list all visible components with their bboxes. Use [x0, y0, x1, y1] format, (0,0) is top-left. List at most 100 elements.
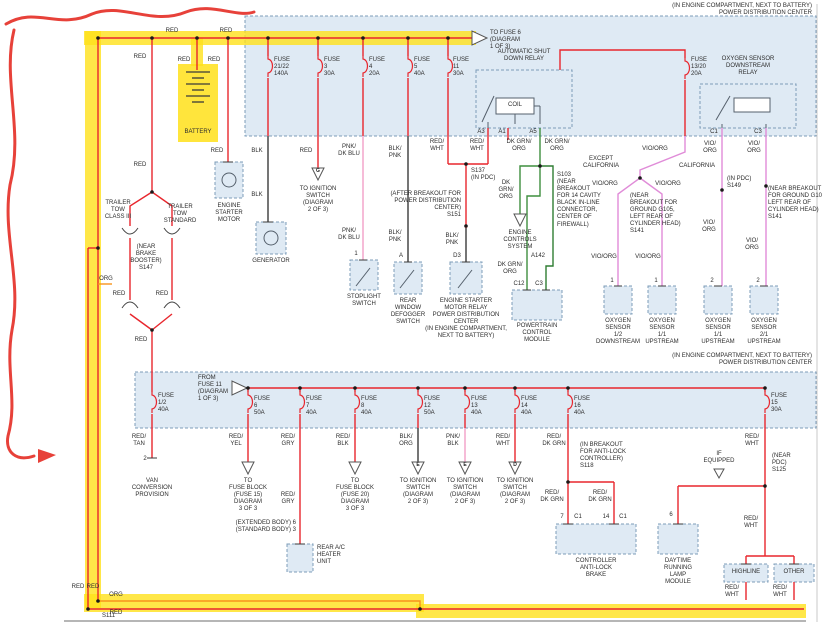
wire-label-red-dkgrn: RED/ DK GRN [588, 490, 612, 504]
pin-d3: D3 [453, 253, 461, 259]
defogger-switch-label: REAR WINDOW DEFOGGER SWITCH [390, 298, 426, 326]
if-equipped-arrow [713, 468, 725, 480]
rear-ac-heater-box [286, 543, 314, 573]
letter-arrow-d [508, 461, 522, 476]
wire-a142 [540, 165, 554, 290]
starter-motor-symbol [221, 172, 237, 188]
fuse-13-label: FUSE 13 40A [471, 396, 488, 417]
wire-label-red: RED [207, 57, 221, 63]
pin-c3: C3 [535, 281, 543, 287]
connector-brackets [121, 227, 181, 309]
wire-label-pnk-dkblu: PNK/ DK BLU [338, 228, 360, 242]
wire-label-red: RED [177, 57, 191, 63]
wire-label-red: RED [133, 54, 147, 60]
wire-label-red: RED [155, 291, 169, 297]
wire-label-red-wht: RED/ WHT [772, 585, 788, 599]
wire-label-vio-org: VIO/ORG [655, 181, 681, 187]
fuse-block-20-arrow [348, 461, 362, 476]
wire-label-red-wht: RED/ WHT [429, 139, 445, 153]
arrow-letter-g: G [316, 168, 320, 174]
pin-7: 7 [560, 514, 564, 520]
pin-2: 2 [756, 278, 760, 284]
wire-label-red: RED [133, 162, 147, 168]
wire-label-red: RED [210, 148, 224, 154]
annotation-left-squiggle [6, 28, 36, 460]
wire-label-blk-pnk: BLK/ PNK [445, 233, 459, 247]
splice-s125-label: (NEAR PDC) S125 [772, 453, 791, 474]
o2-relay-title: OXYGEN SENSOR DOWNSTREAM RELAY [721, 56, 775, 77]
splice-s149-label: (IN PDC) S149 [727, 176, 752, 190]
except-california-label: EXCEPT CALIFORNIA [582, 156, 620, 170]
battery-symbol [186, 71, 210, 103]
wire-label-red: RED [134, 337, 148, 343]
wire-label-vio-org: VIO/ ORG [702, 220, 716, 234]
letter-arrow-e1 [411, 461, 425, 476]
stoplight-switch-symbol [355, 267, 371, 287]
oxygen-sensor-box [647, 285, 677, 315]
arrow-letter-e: E [463, 462, 467, 468]
fuse-symbols [151, 56, 771, 413]
fuse-14-label: FUSE 14 40A [521, 396, 538, 417]
generator-symbol [263, 230, 279, 246]
wire-label-red: RED [86, 584, 100, 590]
o2-relay-coil-symbol [733, 97, 771, 113]
annotation-arrowhead [38, 449, 56, 463]
hand-drawn-annotation [4, 7, 256, 463]
fuse-8-label: FUSE 8 40A [361, 396, 378, 417]
connector-ticks [147, 161, 799, 565]
component-symbols [221, 95, 771, 289]
splice-s151-label: (AFTER BREAKOUT FOR POWER DISTRIBUTION C… [390, 191, 461, 219]
splice-s111-label: S111 [102, 613, 116, 619]
wire-label-blk-pnk: BLK/ PNK [388, 146, 402, 160]
wire-label-vio-org: VIO/ORG [642, 146, 668, 152]
to-fuse-block-20-label: TO FUSE BLOCK (FUSE 20) DIAGRAM 3 OF 3 [335, 478, 375, 513]
starter-relay-label: ENGINE STARTER MOTOR RELAY POWER DISTRIB… [425, 298, 507, 340]
wire-label-red-dkgrn: RED/ DK GRN [540, 490, 564, 504]
pin-6: 6 [669, 512, 673, 518]
wire-label-vio-org: VIO/ORG [592, 181, 618, 187]
wire-label-blk: BLK [251, 148, 263, 154]
to-ignition-switch-label: TO IGNITION SWITCH (DIAGRAM 2 OF 3) [299, 186, 337, 214]
wire-label-blk-pnk: BLK/ PNK [388, 230, 402, 244]
from-fuse11-arrow [231, 380, 249, 396]
wire-label-red-wht: RED/ WHT [495, 434, 511, 448]
pin-a1: A1 [498, 129, 506, 135]
arrow-letter-d: D [513, 462, 517, 468]
van-conversion-label: VAN CONVERSION PROVISION [131, 478, 173, 499]
fuse-5-label: FUSE 5 40A [414, 57, 431, 78]
engine-starter-motor-label: ENGINE STARTER MOTOR [215, 203, 243, 224]
wires-violet [617, 128, 767, 286]
wire-label-vio-org: VIO/ ORG [703, 141, 717, 155]
drl-module-box [657, 523, 699, 555]
fuse-15-label: FUSE 15 30A [771, 393, 788, 414]
wire-label-vio-org: VIO/ ORG [745, 238, 759, 252]
wire-label-red-wht: RED/ WHT [469, 139, 485, 153]
splice-s147-label: (NEAR BRAKE BOOSTER) S147 [130, 244, 162, 272]
body-pins-label: (EXTENDED BODY) 6 (STANDARD BODY) 3 [235, 520, 296, 534]
wire-label-pnk-dkblu: PNK/ DK BLU [338, 144, 360, 158]
wire-label-red: RED [165, 28, 179, 34]
generator-label: GENERATOR [252, 258, 290, 264]
wires-green [519, 128, 541, 290]
pdc1-location: (IN ENGINE COMPARTMENT, NEXT TO BATTERY)… [672, 3, 812, 17]
from-fuse-11-label: FROM FUSE 11 (DIAGRAM 1 OF 3) [198, 375, 228, 403]
wire-label-vio-org: VIO/ ORG [747, 141, 761, 155]
abs-controller-label: CONTROLLER ANTI-LOCK BRAKE [575, 558, 617, 579]
wire-label-red-gry: RED/ GRY [280, 492, 296, 506]
wire-label-pnk-blk: PNK/ BLK [445, 434, 461, 448]
stoplight-switch-label: STOPLIGHT SWITCH [347, 294, 381, 308]
wires-orange [98, 283, 421, 609]
asd-switch-symbol [481, 95, 495, 128]
wire-label-red-tan: RED/ TAN [131, 434, 147, 448]
oxygen-sensor-label: OXYGEN SENSOR 1/1 UPSTREAM [701, 318, 735, 346]
wire-label-dkgrn-org: DK GRN/ ORG [498, 180, 514, 201]
wire-label-red: RED [71, 584, 85, 590]
to-fuse-6-label: TO FUSE 6 (DIAGRAM 1 OF 3) [490, 30, 521, 51]
generator-box [255, 221, 287, 255]
pin-c1: C1 [619, 514, 627, 520]
wire-label-dkgrn-org: DK GRN/ ORG [506, 139, 532, 153]
to-ignition-switch-label: TO IGNITION SWITCH (DIAGRAM 2 OF 3) [496, 478, 534, 506]
fuse-3-label: FUSE 3 30A [324, 57, 341, 78]
pin-1: 1 [654, 278, 658, 284]
